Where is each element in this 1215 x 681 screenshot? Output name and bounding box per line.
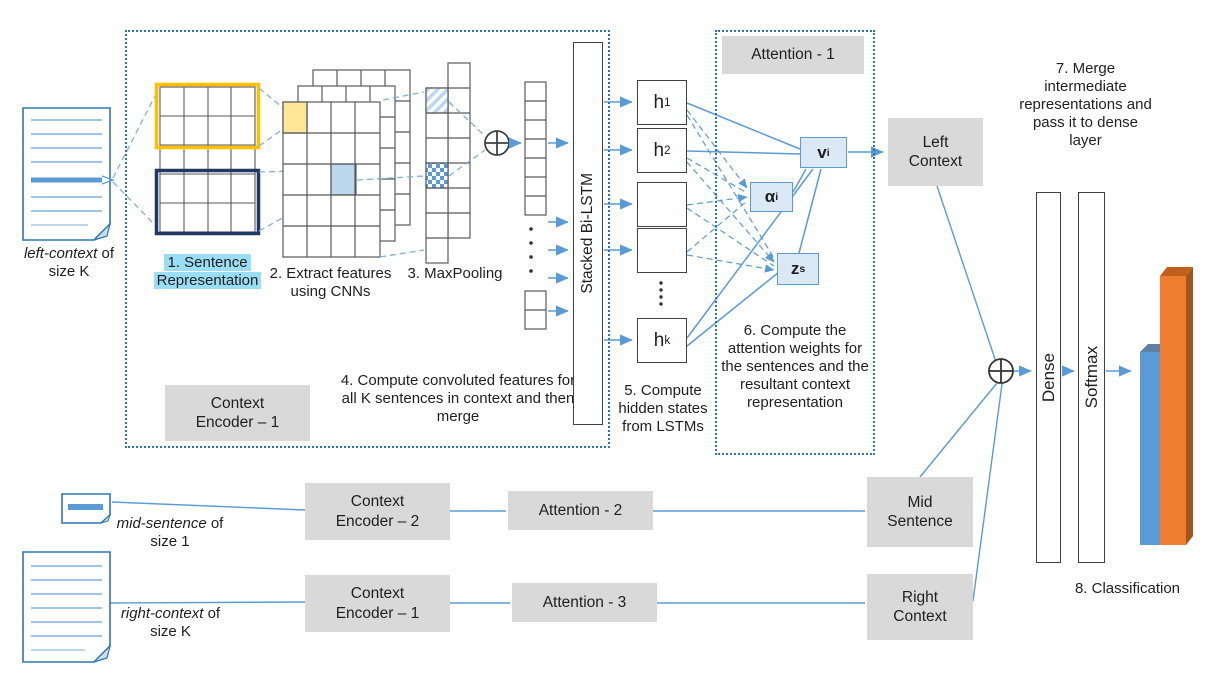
right-context-box: Right Context — [867, 574, 973, 640]
context-encoder-1b-box: Context Encoder – 1 — [305, 575, 450, 632]
step4-label: 4. Compute convoluted features for all K… — [340, 372, 576, 425]
step7-label: 7. Merge intermediate representations an… — [1019, 60, 1152, 149]
maxpool-to-merge-dashed-lines — [448, 101, 486, 177]
outputs-to-concat2-lines — [919, 185, 1003, 602]
sentence-representation-matrix — [154, 82, 261, 236]
feature-map-front — [282, 101, 381, 258]
blue-bar — [1140, 352, 1160, 545]
context-encoder-1-label: Context Encoder – 1 — [165, 385, 310, 441]
classification-bars — [1140, 267, 1193, 545]
step6-label: 6. Compute the attention weights for the… — [721, 322, 869, 411]
context-encoder-1-container — [125, 30, 610, 448]
left-context-box: Left Context — [888, 118, 983, 186]
context-encoder-2-box: Context Encoder – 2 — [305, 483, 450, 540]
hidden-to-attention-dashed-lines — [686, 109, 775, 273]
yellow-window-outline — [154, 82, 261, 150]
attention-1-container — [715, 30, 875, 455]
maxpool-back-column — [447, 62, 471, 239]
step3-label: 3. MaxPooling — [407, 265, 503, 282]
left-context-document-icon — [22, 107, 115, 241]
cnn-to-maxpool-dashed-lines — [356, 91, 425, 258]
right-context-document-icon — [22, 551, 112, 663]
mid-row-lines — [111, 501, 865, 512]
orange-bar — [1160, 276, 1186, 545]
left-context-caption: left-context of size K — [23, 245, 115, 280]
hidden-state-h4 — [637, 228, 687, 273]
cnn-feature-map-stack — [282, 69, 411, 258]
softmax-layer-box: Softmax — [1078, 192, 1105, 563]
mid-sentence-caption: mid-sentence of size 1 — [116, 515, 224, 550]
mid-sentence-box: Mid Sentence — [867, 477, 973, 547]
orange-bar-side — [1186, 267, 1193, 545]
vector-to-bilstm-arrows — [548, 137, 569, 317]
stacked-bilstm-box: Stacked Bi-LSTM — [573, 42, 603, 425]
hidden-state-h3 — [637, 182, 687, 227]
mid-sentence-document-icon — [61, 493, 112, 524]
dense-layer-box: Dense — [1036, 192, 1061, 563]
blue-feature-cell — [330, 163, 357, 196]
concat-circle-2 — [988, 358, 1014, 384]
navy-window-outline — [154, 168, 261, 236]
attention-2-box: Attention - 2 — [508, 491, 653, 530]
merged-feature-vector — [524, 81, 547, 330]
step1-label: 1. Sentence Representation — [150, 254, 265, 290]
vector-ellipsis-dots — [529, 227, 533, 273]
right-row-lines — [109, 601, 865, 604]
orange-bar-top — [1160, 267, 1193, 276]
step8-label: 8. Classification — [1074, 580, 1181, 597]
doc-to-matrix-dashed-lines — [112, 91, 158, 228]
maxpooling-columns — [425, 62, 471, 264]
hidden-ellipsis-dots — [659, 281, 663, 306]
yellow-feature-cell — [282, 101, 308, 134]
attention-1-label: Attention - 1 — [722, 36, 864, 74]
maxpool-front-column — [425, 87, 449, 264]
step5-label: 5. Compute hidden states from LSTMs — [618, 382, 708, 435]
step2-label: 2. Extract features using CNNs — [269, 265, 392, 300]
right-context-caption: right-context of size K — [120, 605, 221, 640]
attention-3-box: Attention - 3 — [512, 583, 657, 622]
